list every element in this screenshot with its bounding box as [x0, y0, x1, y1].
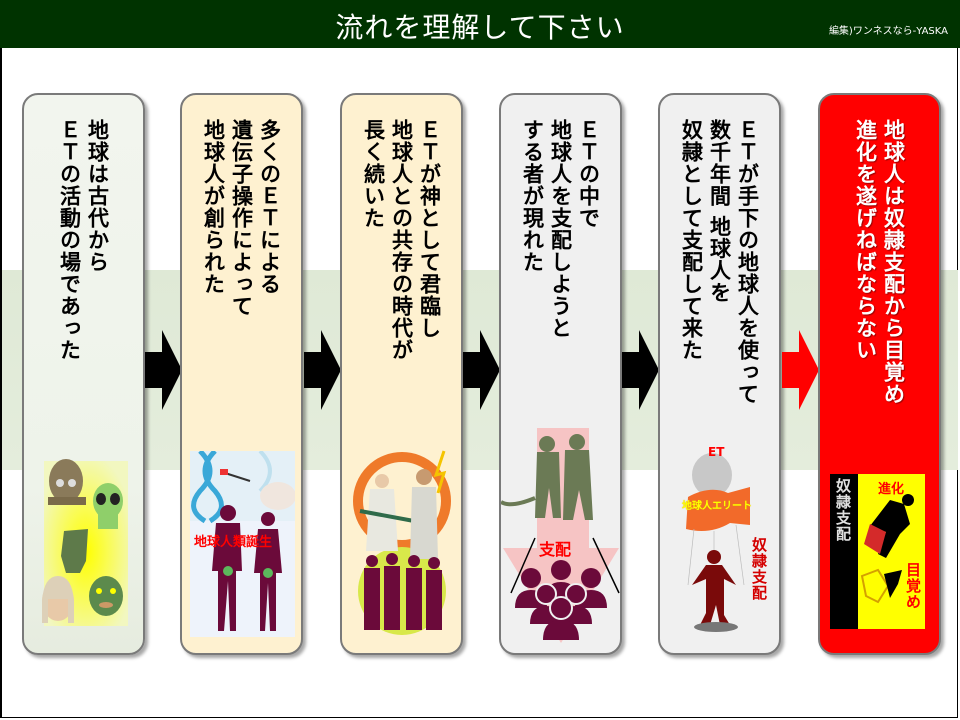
step-text: ＥＴの中で 地球人を支配しようと する者が現れた — [520, 119, 601, 339]
step-text: 多くのＥＴによる 遺伝子操作によって 地球人が創られた — [201, 119, 282, 317]
flow-arrow-2 — [304, 330, 342, 410]
image-label: 地球人エリート — [682, 501, 752, 512]
domination-icon — [501, 428, 620, 643]
step-text: ＥＴが手下の地球人を使って 数千年間 地球人を 奴隷として支配して来た — [679, 119, 760, 405]
puppet-master-icon — [686, 453, 750, 632]
flow-arrow-1 — [145, 330, 183, 410]
step-card-2: 多くのＥＴによる 遺伝子操作によって 地球人が創られた 地球人類誕生 — [180, 93, 303, 655]
page-title: 流れを理解して下さい — [335, 11, 625, 44]
flow-arrow-3 — [463, 330, 501, 410]
domination-image: 支配 — [501, 428, 620, 643]
image-label: 進化 — [878, 482, 905, 497]
flow-arrow-4 — [622, 330, 660, 410]
step-card-1: 地球は古代から ＥＴの活動の場であった — [22, 93, 145, 655]
image-label: 地球人類誕生 — [194, 535, 273, 550]
step-card-4: ＥＴの中で 地球人を支配しようと する者が現れた 支配 — [499, 93, 622, 655]
gods-and-people-image — [352, 441, 451, 641]
image-label: ET — [708, 445, 725, 459]
step-card-6: 地球人は奴隷支配から目覚め 進化を遂げねばならない 奴隷支配 進化 目覚め — [818, 93, 941, 655]
image-label: 支配 — [539, 540, 572, 559]
image-label: 奴隷支配 — [750, 537, 768, 601]
awakening-image: 奴隷支配 進化 目覚め — [830, 474, 925, 629]
awakening-icon — [830, 474, 925, 629]
step-text: 地球は古代から ＥＴの活動の場であった — [57, 119, 110, 361]
title-bar: 流れを理解して下さい 編集)ワンネスなら-YASKA — [0, 0, 960, 48]
image-label: 奴隷支配 — [834, 478, 852, 542]
step-card-5: ＥＴが手下の地球人を使って 数千年間 地球人を 奴隷として支配して来た ET 地… — [658, 93, 781, 655]
flow-arrow-5 — [782, 330, 820, 410]
step-text: ＥＴが神として君臨し 地球人との共存の時代が 長く続いた — [361, 119, 442, 361]
dna-humans-icon — [190, 449, 296, 637]
gods-people-icon — [353, 450, 451, 635]
credit-text: 編集)ワンネスなら-YASKA — [828, 26, 948, 37]
alien-heads-image — [36, 451, 131, 631]
puppet-master-image: ET 地球人エリート 奴隷支配 — [670, 445, 769, 635]
alien-heads-icon — [42, 459, 128, 626]
step-text: 地球人は奴隷支配から目覚め 進化を遂げねばならない — [853, 119, 906, 405]
dna-humans-image: 地球人類誕生 — [190, 449, 296, 637]
step-card-3: ＥＴが神として君臨し 地球人との共存の時代が 長く続いた — [340, 93, 463, 655]
image-label: 目覚め — [904, 562, 922, 610]
